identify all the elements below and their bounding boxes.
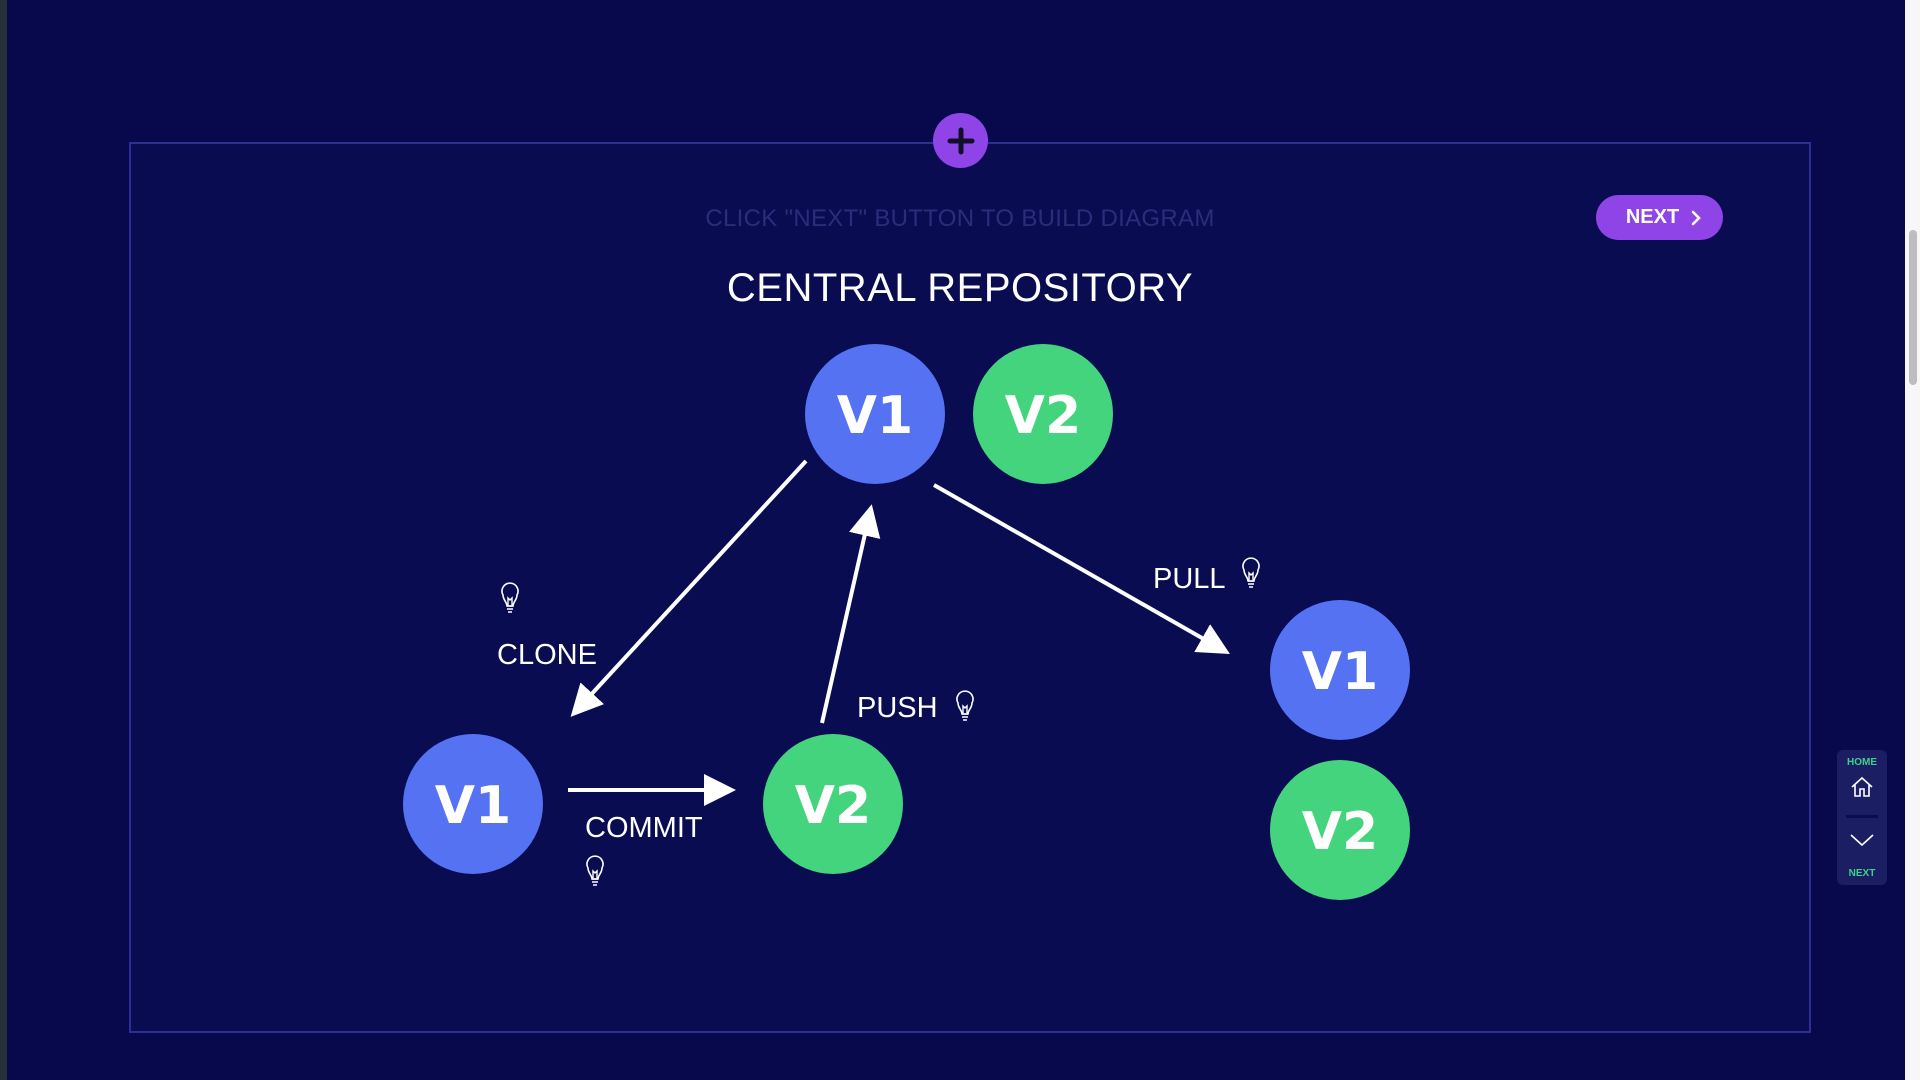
push-arrow (820, 504, 881, 724)
pull-arrow (933, 483, 1230, 654)
commit-label: COMMIT (585, 812, 703, 844)
pull-lightbulb-icon[interactable] (1242, 557, 1260, 588)
next-nav-label[interactable]: NEXT (1848, 868, 1876, 879)
side-navigation: HOME NEXT (1837, 750, 1887, 885)
add-button[interactable] (933, 113, 988, 168)
push-lightbulb-icon[interactable] (956, 690, 974, 721)
central-v2-node: V2 (973, 344, 1113, 484)
local-v1-label: V1 (435, 776, 511, 836)
chevron-down-icon[interactable] (1849, 832, 1875, 848)
home-nav-label[interactable]: HOME (1847, 757, 1877, 768)
local-v2-label: V2 (795, 776, 871, 836)
central-v2-label: V2 (1005, 386, 1081, 446)
pull-label: PULL (1153, 563, 1226, 595)
next-button[interactable]: NEXT (1596, 195, 1723, 240)
remote-v2-label: V2 (1302, 802, 1378, 862)
push-label: PUSH (857, 692, 938, 724)
scrollbar-thumb[interactable] (1909, 230, 1917, 385)
central-v1-node: V1 (805, 344, 945, 484)
nav-divider (1846, 815, 1878, 818)
instruction-hint: CLICK "NEXT" BUTTON TO BUILD DIAGRAM (705, 205, 1215, 232)
remote-v1-label: V1 (1302, 642, 1378, 702)
clone-label: CLONE (497, 639, 597, 671)
scrollbar[interactable] (1905, 0, 1920, 1080)
local-v2-node: V2 (763, 734, 903, 874)
next-button-label: NEXT (1625, 206, 1680, 228)
home-icon[interactable] (1850, 775, 1874, 799)
clone-lightbulb-icon[interactable] (501, 582, 519, 613)
local-v1-node: V1 (403, 734, 543, 874)
remote-v1-node: V1 (1270, 600, 1410, 740)
diagram-frame (129, 142, 1811, 1033)
window-edge (0, 0, 7, 1080)
commit-lightbulb-icon[interactable] (586, 855, 604, 886)
central-v1-label: V1 (837, 386, 913, 446)
remote-v2-node: V2 (1270, 760, 1410, 900)
clone-arrow (570, 459, 808, 717)
diagram-title: CENTRAL REPOSITORY (726, 266, 1194, 310)
plus-icon (947, 127, 974, 154)
chevron-right-icon (1691, 210, 1702, 225)
